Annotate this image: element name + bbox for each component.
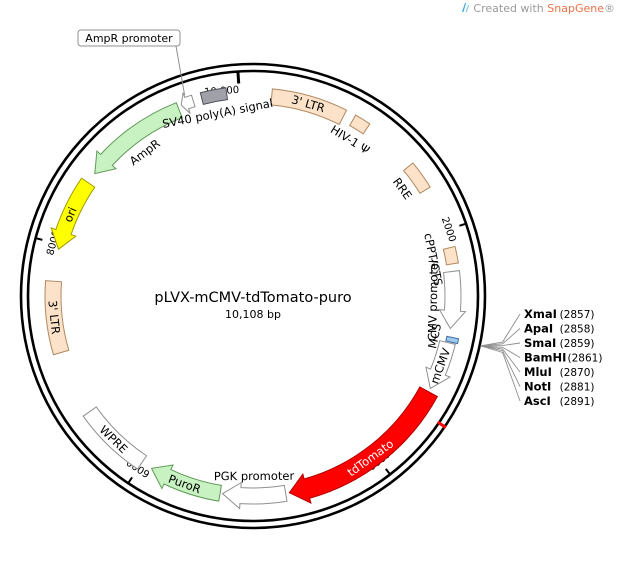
tick-mark: [459, 222, 468, 227]
feature-puror[interactable]: PuroR: [150, 464, 222, 502]
feature-shape[interactable]: [50, 177, 96, 251]
feature-3ltr-b[interactable]: 3' LTR: [44, 280, 70, 356]
snapgene-watermark: Created with SnapGene®: [461, 2, 615, 15]
feature-shape[interactable]: [349, 114, 371, 135]
feature-shape[interactable]: [180, 92, 196, 114]
site-leader-line: [480, 345, 521, 373]
feature-rre[interactable]: RRE: [390, 162, 431, 202]
backbone-inner-ring: [26, 69, 480, 523]
feature-shape[interactable]: [402, 162, 431, 195]
site-position: (2857): [560, 309, 595, 321]
watermark-reg: ®: [604, 2, 615, 15]
site-enzyme: NotI: [524, 380, 551, 394]
site-position: (2861): [568, 353, 603, 365]
feature-label: CMV promoter: [425, 258, 441, 341]
feature-cmv-promoter[interactable]: CMV promoter: [425, 258, 467, 341]
tick-label: 2000: [439, 216, 458, 244]
feature-shape[interactable]: [270, 88, 348, 126]
watermark-prefix: Created with: [473, 2, 548, 15]
feature-label: AmpR promoter: [85, 32, 173, 45]
snapgene-logo-icon: [462, 3, 470, 12]
feature-shape[interactable]: [199, 87, 229, 105]
feature-label: ori: [61, 205, 80, 224]
feature-shape[interactable]: [221, 481, 288, 510]
site-enzyme: MluI: [524, 365, 552, 379]
site-enzyme: AscI: [524, 394, 551, 408]
feature-label: mCMV: [427, 346, 453, 386]
callout-line: [175, 45, 186, 96]
site-enzyme: BamHI: [524, 351, 566, 365]
site-position: (2881): [560, 382, 595, 394]
watermark-brand: SnapGene: [547, 2, 604, 15]
feature-wpre[interactable]: WPRE: [82, 406, 148, 470]
plasmid-size: 10,108 bp: [225, 308, 281, 321]
feature-3ltr-a[interactable]: 3' LTR: [270, 88, 348, 126]
site-mlui[interactable]: MluI (2870): [524, 365, 595, 379]
site-leader-line: [480, 313, 521, 347]
tick-mark: [236, 70, 241, 84]
site-position: (2870): [560, 367, 595, 379]
feature-shape[interactable]: [445, 335, 460, 345]
map-center: pLVX-mCMV-tdTomato-puro 10,108 bp: [154, 290, 351, 321]
site-enzyme: XmaI: [524, 307, 557, 321]
plasmid-backbone: [19, 62, 487, 530]
callout-box: [77, 29, 181, 47]
site-position: (2858): [560, 324, 595, 336]
tick-mark: [385, 468, 392, 476]
restriction-sites: XmaI(2857)ApaI(2858)SmaI(2859)BamHI(2861…: [480, 307, 602, 408]
site-position: (2859): [560, 338, 595, 350]
site-asci[interactable]: AscI (2891): [524, 394, 595, 408]
feature-shape[interactable]: [425, 340, 456, 390]
site-bamhi[interactable]: BamHI(2861): [524, 351, 602, 365]
feature-tdtomato[interactable]: tdTomato: [288, 386, 439, 504]
feature-shape[interactable]: [442, 245, 459, 266]
feature-pgk-promoter[interactable]: PGK promoter: [214, 469, 295, 510]
site-leader-line: [480, 328, 521, 347]
feature-ampr-promoter[interactable]: AmpR promoter: [77, 29, 196, 114]
backbone-marker: [436, 420, 447, 429]
tick-mark: [34, 236, 43, 241]
tick-mark: [126, 476, 133, 485]
site-apai[interactable]: ApaI (2858): [524, 322, 595, 336]
site-enzyme: ApaI: [524, 322, 553, 336]
feature-label: 3' LTR: [45, 300, 63, 335]
feature-shape[interactable]: [94, 102, 183, 175]
feature-shape[interactable]: [44, 280, 70, 356]
site-leader-line: [480, 345, 521, 387]
feature-shape[interactable]: [82, 406, 148, 470]
feature-shape[interactable]: [288, 386, 439, 504]
plasmid-name: pLVX-mCMV-tdTomato-puro: [154, 290, 351, 306]
feature-shape[interactable]: [438, 270, 467, 330]
feature-ori[interactable]: ori: [50, 177, 96, 251]
site-leader-line: [480, 345, 521, 358]
site-xmai[interactable]: XmaI(2857): [524, 307, 595, 321]
site-position: (2891): [560, 396, 595, 408]
site-enzyme: SmaI: [524, 336, 556, 350]
backbone-outer-ring: [19, 62, 487, 530]
site-leader-line: [480, 342, 521, 347]
site-leader-line: [480, 345, 521, 402]
feature-shape[interactable]: [150, 464, 222, 502]
site-smai[interactable]: SmaI (2859): [524, 336, 595, 350]
feature-label: PGK promoter: [214, 469, 295, 483]
site-noti[interactable]: NotI (2881): [524, 380, 595, 394]
